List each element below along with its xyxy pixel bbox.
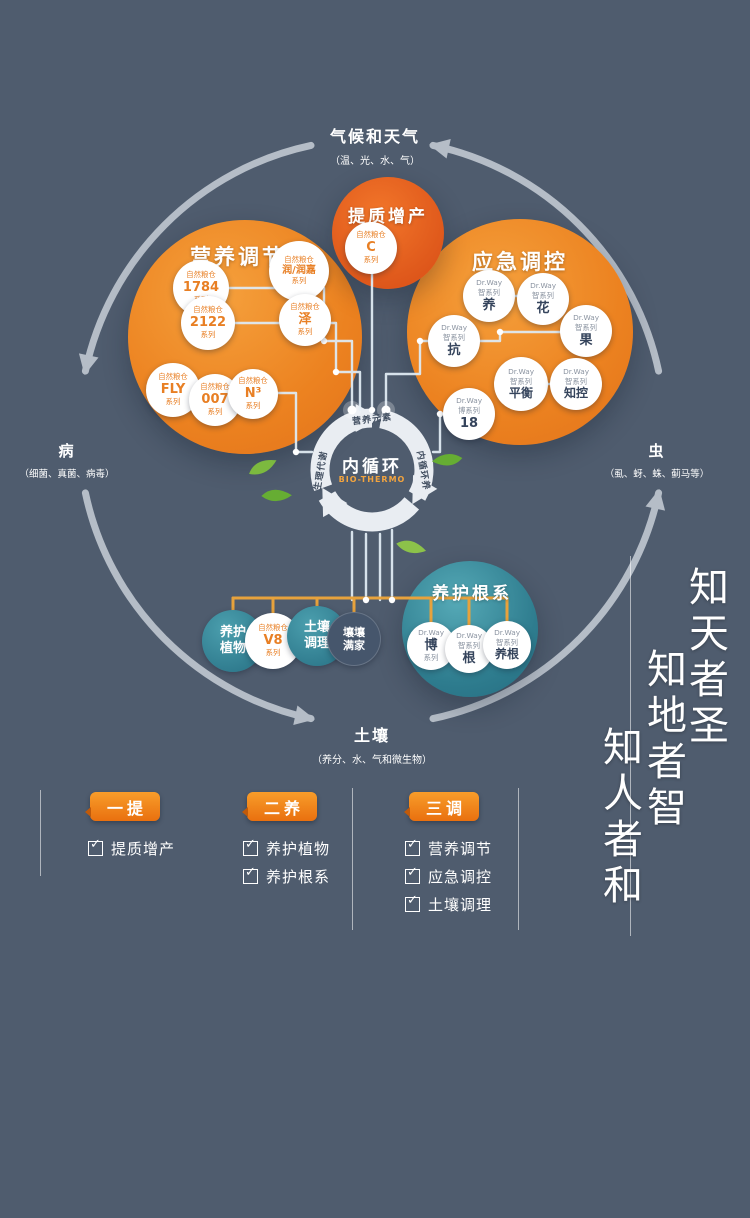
rangrang-brand-circle: 壤壤满家: [327, 612, 381, 666]
checkbox-icon: [405, 837, 420, 856]
check-item: 土壤调理: [405, 893, 493, 915]
divider-line: [352, 788, 353, 930]
check-item: 应急调控: [405, 865, 493, 887]
check-item: 提质增产: [88, 837, 176, 859]
check-label: 土壤调理: [428, 896, 493, 914]
divider-line: [40, 790, 41, 876]
legend-button-eryang: 二养: [242, 792, 317, 821]
product-circle-c: 自然粮仓 C 系列: [345, 222, 397, 274]
checkbox-icon: [243, 865, 258, 884]
product-circle-kang: Dr.Way 智系列 抗: [428, 315, 480, 367]
core-subtitle: BIO-THERMO: [338, 475, 406, 484]
core-title: 内循环: [342, 457, 402, 477]
divider-line: [518, 788, 519, 930]
climate-label: 气候和天气 （温、光、水、气）: [329, 127, 420, 167]
checkbox-icon: [243, 837, 258, 856]
soil-label: 土壤 （养分、水、气和微生物）: [312, 726, 432, 766]
checkbox-icon: [405, 893, 420, 912]
product-circle-bo18: Dr.Way 博系列 18: [443, 388, 495, 440]
check-item: 营养调节: [405, 837, 493, 859]
calligraphy-line-3: 知人者和: [596, 726, 642, 910]
product-circle-runjia: 自然粮仓 润/润嘉 系列: [269, 241, 329, 301]
check-label: 养护根系: [266, 868, 331, 886]
divider-line: [630, 556, 631, 936]
check-label: 养护植物: [266, 840, 331, 858]
product-circle-guo: Dr.Way 智系列 果: [560, 305, 612, 357]
checkbox-icon: [88, 837, 103, 856]
check-item: 养护植物: [243, 837, 331, 859]
product-circle-2122: 自然粮仓 2122 系列: [181, 296, 235, 350]
check-label: 应急调控: [428, 868, 493, 886]
group-title-roots: 养护根系: [432, 584, 512, 604]
disease-label: 病 （细菌、真菌、病毒）: [19, 442, 115, 480]
product-circle-ze: 自然粮仓 泽 系列: [279, 294, 331, 346]
product-circle-pingheng: Dr.Way 智系列 平衡: [494, 357, 548, 411]
pest-label: 虫 （虱、蚜、蛛、蓟马等）: [604, 442, 710, 480]
check-label: 营养调节: [428, 840, 493, 858]
legend-button-santiao: 三调: [404, 792, 479, 821]
checkbox-icon: [405, 865, 420, 884]
legend-button-yiti: 一提: [85, 792, 160, 821]
product-circle-yang: Dr.Way 智系列 养: [463, 270, 515, 322]
product-circle-zhikong: Dr.Way 智系列 知控: [550, 358, 602, 410]
product-circle-hua: Dr.Way 智系列 花: [517, 273, 569, 325]
check-label: 提质增产: [111, 840, 176, 858]
group-title-quality: 提质增产: [348, 207, 428, 227]
check-item: 养护根系: [243, 865, 331, 887]
product-circle-n3: 自然粮仓 N³ 系列: [228, 369, 278, 419]
product-circle-yanggen: Dr.Way 智系列 养根: [483, 621, 531, 669]
group-title-emergency: 应急调控: [472, 250, 568, 274]
calligraphy-line-1: 知天者圣: [682, 566, 728, 750]
